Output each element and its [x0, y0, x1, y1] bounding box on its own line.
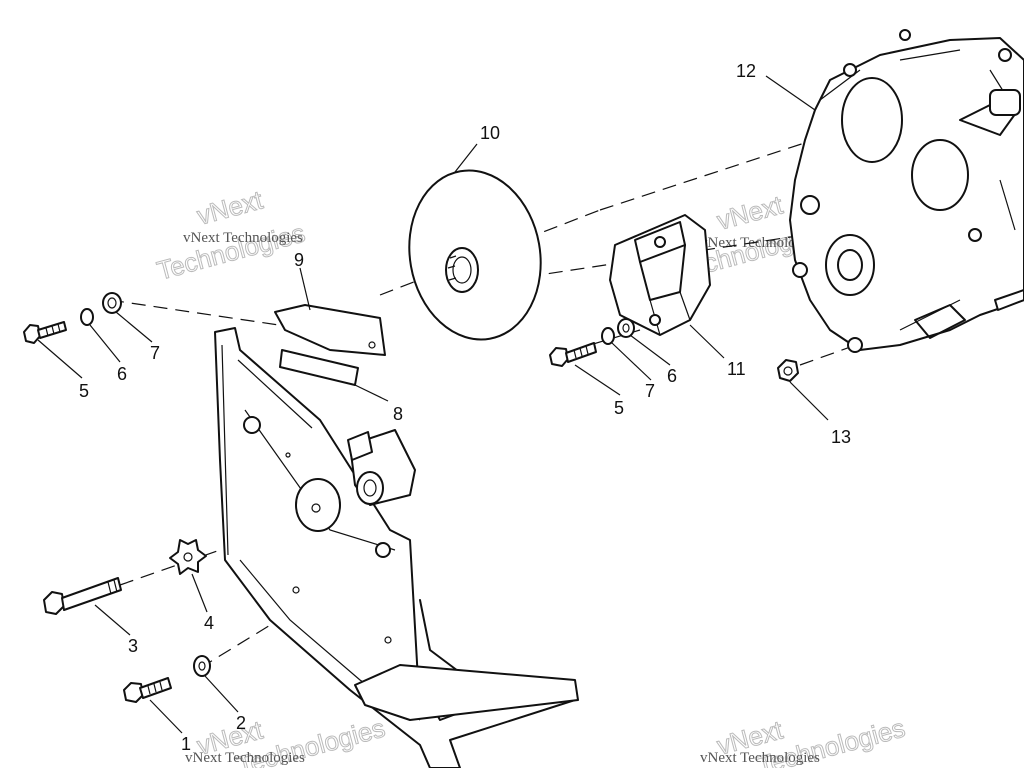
- callout-1: 1: [181, 734, 191, 754]
- svg-text:Technologies: Technologies: [154, 218, 308, 286]
- callout-2: 2: [236, 713, 246, 733]
- washer-7-left: [102, 292, 122, 314]
- watermark-top-left: vNext Technologies vNext Technologies: [153, 184, 308, 286]
- callout-13: 13: [831, 427, 851, 447]
- svg-text:vNext Technologies: vNext Technologies: [185, 750, 305, 766]
- watermark-bottom-right: vNext Technologies vNext Technologies: [700, 712, 909, 768]
- cam-plate: [295, 478, 341, 532]
- housing-stud-lower: [914, 304, 966, 339]
- frame-bracket: [214, 327, 579, 768]
- housing-bolt-4: [968, 228, 982, 242]
- housing-bolt-7: [899, 29, 911, 41]
- callout-12: 12: [736, 61, 756, 81]
- star-knob-4: [169, 539, 207, 575]
- housing-right-bolt: [994, 289, 1024, 311]
- nut-13: [777, 359, 799, 382]
- bolt-3: [43, 577, 122, 615]
- housing-bolt-3: [847, 337, 863, 353]
- svg-text:vNext Technologies: vNext Technologies: [700, 750, 820, 766]
- washer-6-right: [617, 318, 635, 338]
- svg-text:vNext Technologies: vNext Technologies: [700, 235, 820, 251]
- callout-7-left: 7: [150, 343, 160, 363]
- callout-7-right: 7: [645, 381, 655, 401]
- housing-bolt-5: [843, 63, 857, 77]
- gear-case-housing: [789, 29, 1024, 353]
- bolt-5-right: [549, 342, 597, 367]
- pivot-bushing: [347, 429, 416, 506]
- housing-bolt-1: [800, 195, 820, 215]
- callout-4: 4: [204, 613, 214, 633]
- brake-pad-9: [274, 304, 386, 356]
- frame-base-rail: [354, 664, 579, 721]
- housing-bolt-2: [792, 262, 808, 278]
- leader-lines: [37, 75, 829, 734]
- washer-6-left: [80, 308, 94, 326]
- callout-5-right: 5: [614, 398, 624, 418]
- callout-5-left: 5: [79, 381, 89, 401]
- washer-7-right: [601, 327, 615, 345]
- callout-labels: 1 2 3 4 5 6 7 8 9 10 11 12 13 5 7 6: [79, 61, 851, 754]
- housing-bore-upper: [841, 77, 903, 163]
- callout-6-left: 6: [117, 364, 127, 384]
- frame-hole-upper: [243, 416, 261, 434]
- bolt-1: [123, 677, 172, 703]
- washer-2: [193, 655, 211, 677]
- callout-10: 10: [480, 123, 500, 143]
- callout-11: 11: [727, 359, 746, 379]
- brake-disc-10: [408, 169, 542, 341]
- svg-text:vNext: vNext: [194, 184, 267, 230]
- frame-hole-pivot: [375, 542, 391, 558]
- callout-3: 3: [128, 636, 138, 656]
- pad-strip-8: [279, 349, 359, 386]
- housing-bore-middle: [911, 139, 969, 211]
- callout-9: 9: [294, 250, 304, 270]
- housing-bore-lower: [825, 234, 875, 296]
- callout-6-right: 6: [667, 366, 677, 386]
- bolt-5-left: [23, 321, 67, 344]
- svg-text:vNext Technologies: vNext Technologies: [183, 230, 303, 246]
- watermark-bottom-left: vNext Technologies vNext Technologies: [185, 712, 389, 768]
- housing-bolt-6: [998, 48, 1012, 62]
- callout-8: 8: [393, 404, 403, 424]
- caliper-bracket-11: [609, 214, 711, 336]
